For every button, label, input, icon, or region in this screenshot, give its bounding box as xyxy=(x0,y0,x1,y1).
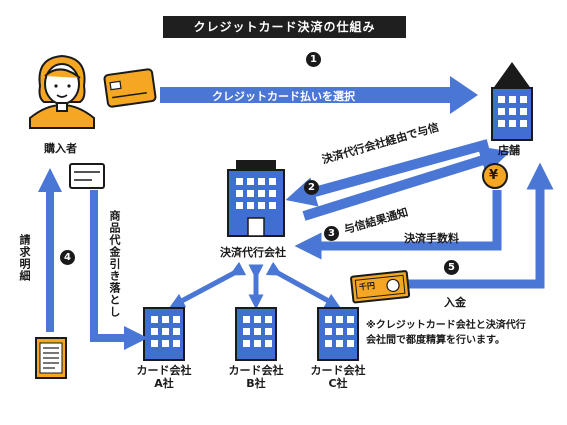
step5-arrow xyxy=(408,162,554,289)
statement-card-icon xyxy=(69,163,105,189)
step5-number: 5 xyxy=(444,260,459,275)
agency-company-links xyxy=(169,261,341,310)
step2-number: 2 xyxy=(304,180,319,195)
company-b-label: カード会社 B社 xyxy=(228,364,284,390)
statement-document-icon xyxy=(35,337,67,379)
debit-label: 商品代金引き落とし xyxy=(108,210,121,318)
company-b-building-icon xyxy=(235,307,277,361)
debit-arrow xyxy=(90,190,148,350)
billing-label: 請求明細 xyxy=(18,234,31,282)
step1-arrow xyxy=(160,76,478,114)
agency-building-icon xyxy=(227,160,285,237)
banknote-icon xyxy=(350,270,411,304)
deposit-label: 入金 xyxy=(444,296,466,309)
step2-arrow xyxy=(285,139,490,207)
store-building-icon xyxy=(491,62,533,141)
company-c-label: カード会社 C社 xyxy=(310,364,366,390)
credit-card-icon xyxy=(103,68,157,108)
company-a-building-icon xyxy=(143,307,185,361)
buyer-person-icon xyxy=(29,54,95,129)
fee-label: 決済手数料 xyxy=(404,232,459,245)
company-c-building-icon xyxy=(317,307,359,361)
buyer-label: 購入者 xyxy=(44,142,77,155)
step3-arrow xyxy=(302,146,511,221)
company-a-label: カード会社 A社 xyxy=(136,364,192,390)
yen-coin-icon xyxy=(482,163,508,189)
step1-number: 1 xyxy=(306,52,321,67)
store-label: 店舗 xyxy=(498,144,520,157)
yen-symbol: ¥ xyxy=(489,168,499,183)
fee-arrow xyxy=(294,190,502,260)
settlement-note: ※クレジットカード会社と決済代行 会社間で都度精算を行います。 xyxy=(366,320,526,346)
banknote-text: 千円 xyxy=(358,281,376,292)
step1-label: クレジットカード払いを選択 xyxy=(212,90,355,103)
agency-label: 決済代行会社 xyxy=(220,246,286,259)
diagram-title: クレジットカード決済の仕組み xyxy=(163,16,406,38)
step4-number: 4 xyxy=(60,250,75,265)
step3-number: 3 xyxy=(324,226,339,241)
